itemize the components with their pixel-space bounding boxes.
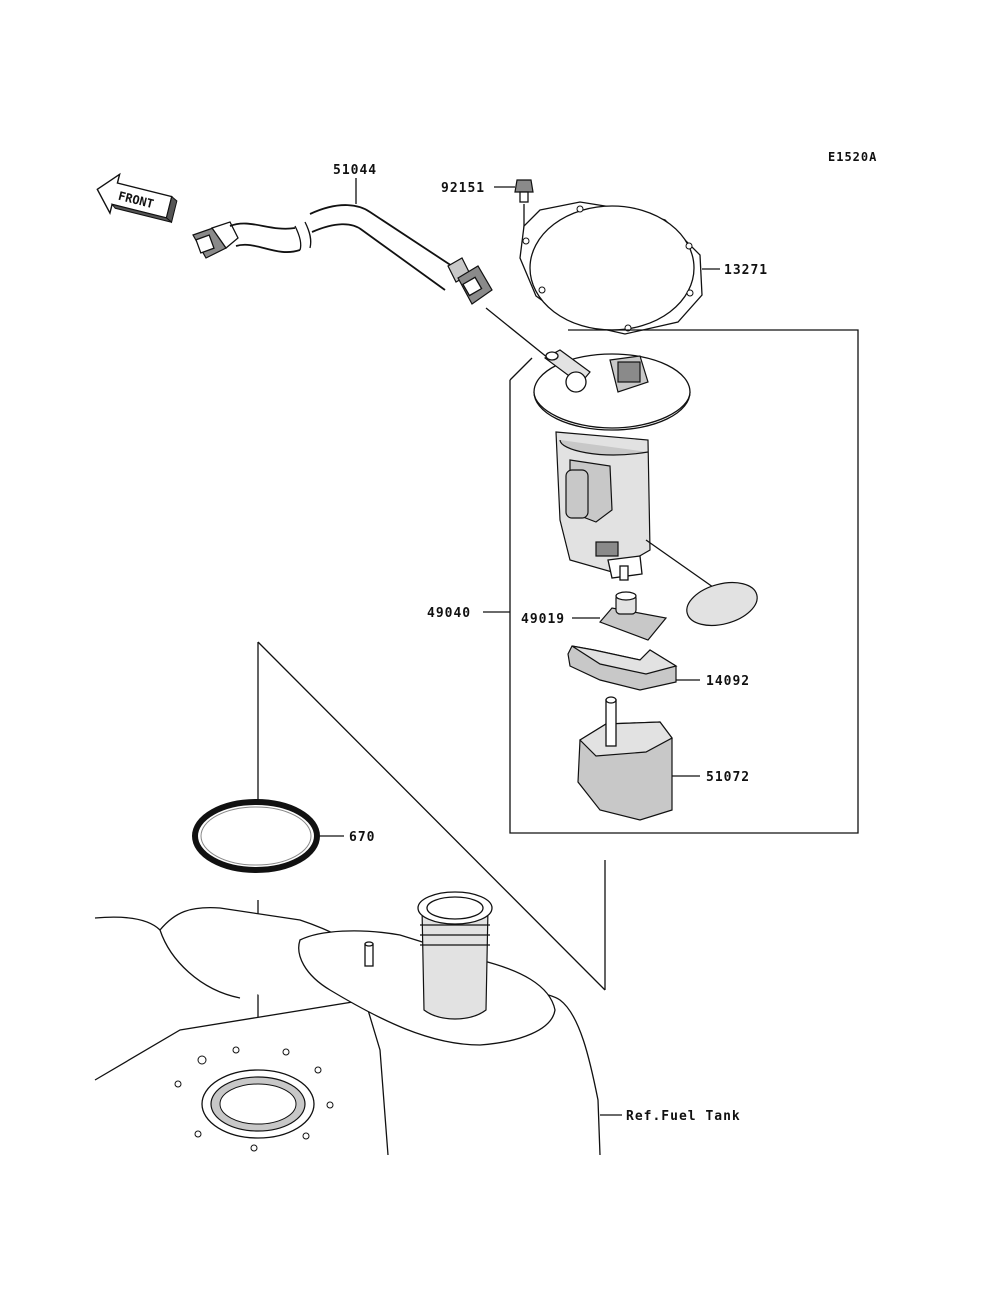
part-label-13271[interactable]: 13271	[724, 263, 768, 278]
part-51072-cup[interactable]	[577, 696, 700, 821]
fuel-tank-reference	[94, 891, 622, 1156]
part-label-670[interactable]: 670	[349, 830, 375, 845]
part-49040-pump-assembly-frame[interactable]	[483, 329, 859, 834]
fuel-pump-unit	[533, 349, 758, 627]
part-14092-holder[interactable]	[567, 645, 700, 691]
part-670-o-ring[interactable]	[192, 799, 344, 873]
part-92151-bolt[interactable]	[494, 179, 534, 236]
diagram-code: E1520A	[828, 150, 877, 164]
part-label-49040[interactable]: 49040	[427, 606, 471, 621]
part-13271-gasket[interactable]	[519, 201, 720, 335]
hose-connector-right	[447, 257, 493, 305]
part-label-49019[interactable]: 49019	[521, 612, 565, 627]
front-arrow-icon: FRONT	[96, 172, 178, 224]
part-49019-filter[interactable]	[572, 591, 668, 641]
fuel-tank-reference-label[interactable]: Ref.Fuel Tank	[626, 1109, 741, 1124]
part-label-51072[interactable]: 51072	[706, 770, 750, 785]
part-label-14092[interactable]: 14092	[706, 674, 750, 689]
part-51044-fuel-hose[interactable]	[192, 178, 549, 359]
part-label-51044[interactable]: 51044	[333, 163, 377, 178]
hose-connector-left	[192, 221, 239, 259]
part-label-92151[interactable]: 92151	[441, 181, 485, 196]
